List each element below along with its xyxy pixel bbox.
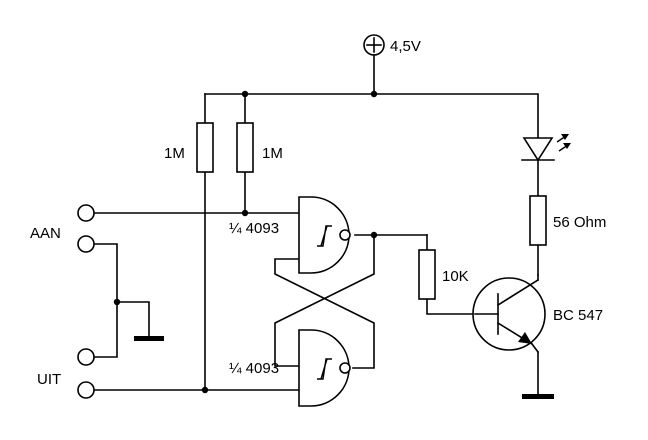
resistor-1m-right: [236, 122, 254, 173]
ground-symbol-switch: [134, 336, 164, 341]
supply-label: 4,5V: [390, 38, 421, 55]
input-label-on: AAN: [30, 225, 61, 242]
supply-terminal: [363, 34, 385, 56]
resistor-1m-right-label: 1M: [262, 145, 283, 162]
input-terminal-off-1[interactable]: [77, 348, 95, 366]
transistor-label: BC 547: [553, 307, 603, 324]
input-terminal-on-2[interactable]: [77, 235, 95, 253]
led-icon: [521, 134, 571, 162]
resistor-56ohm-label: 56 Ohm: [553, 214, 606, 231]
input-terminal-off-2[interactable]: [77, 381, 95, 399]
junction-dots: [113, 90, 378, 394]
gate-bottom-label: ¼ 4093: [229, 360, 279, 377]
ground-symbol-transistor: [522, 394, 554, 399]
resistor-10k-label: 10K: [442, 268, 469, 285]
resistor-1m-left-label: 1M: [164, 145, 185, 162]
input-label-off: UIT: [37, 371, 61, 388]
resistor-10k: [418, 249, 436, 300]
nand-gate-bottom: [298, 329, 351, 407]
resistor-56ohm: [529, 195, 547, 246]
gate-top-label: ¼ 4093: [229, 220, 279, 237]
resistor-1m-left: [196, 122, 214, 173]
nand-gate-top: [298, 196, 351, 274]
input-terminal-on-1[interactable]: [77, 204, 95, 222]
npn-transistor: [472, 274, 546, 354]
